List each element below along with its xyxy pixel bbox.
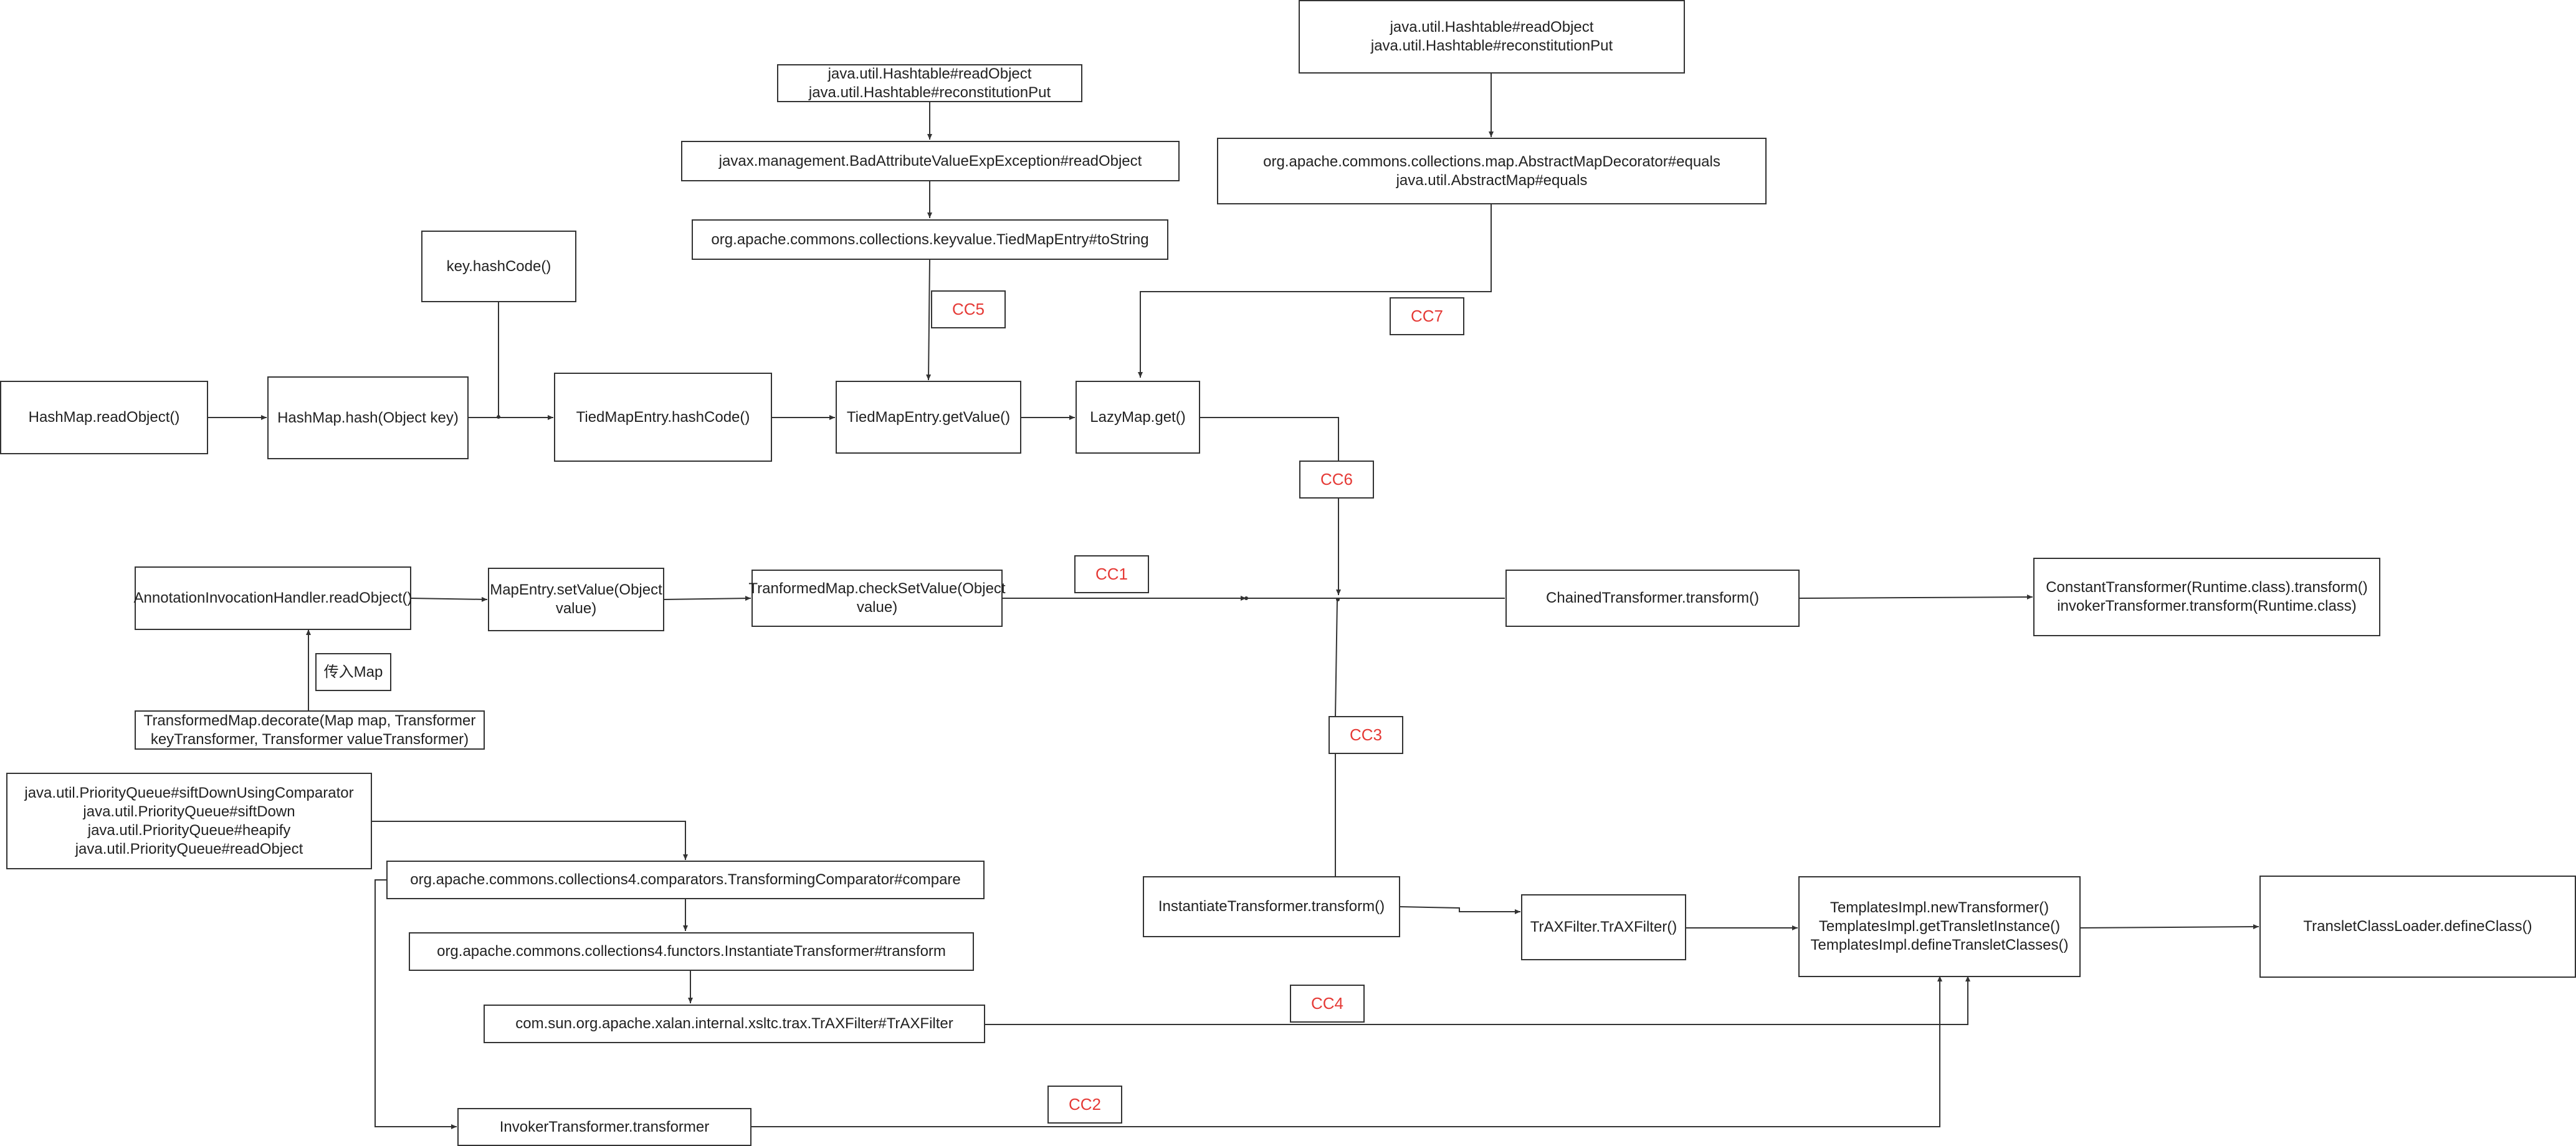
edge-annotation-to-mapentry bbox=[410, 596, 488, 602]
edge-decorator-to-lazymap bbox=[1138, 204, 1492, 378]
tiedmapentry-getvalue-node: TiedMapEntry.getValue() bbox=[836, 381, 1021, 454]
constant-invoker-transformer-node: ConstantTransformer(Runtime.class).trans… bbox=[2033, 558, 2380, 636]
abstractmapdecorator-equals-node: org.apache.commons.collections.map.Abstr… bbox=[1217, 138, 1767, 204]
templatesimpl-node: TemplatesImpl.newTransformer() Templates… bbox=[1798, 876, 2081, 977]
edge-traxfilter-full-to-templatesimpl bbox=[985, 976, 1970, 1025]
lazymap-get-node: LazyMap.get() bbox=[1076, 381, 1200, 454]
mapentry-setvalue-node: MapEntry.setValue(Object value) bbox=[488, 568, 664, 631]
cc6-label: CC6 bbox=[1299, 461, 1374, 499]
chainedtransformer-transform-node: ChainedTransformer.transform() bbox=[1505, 570, 1800, 627]
edge-chained-to-constant bbox=[1798, 594, 2033, 600]
traxfilter-short-node: TrAXFilter.TrAXFilter() bbox=[1521, 894, 1686, 960]
annotationinvocationhandler-readobject-node: AnnotationInvocationHandler.readObject() bbox=[134, 566, 412, 630]
junction-dot-hash bbox=[497, 415, 500, 419]
transletclassloader-node: TransletClassLoader.defineClass() bbox=[2259, 876, 2576, 978]
cc4-label: CC4 bbox=[1290, 985, 1365, 1023]
edge-mapentry-to-checksetvalue bbox=[663, 596, 751, 601]
cc7-label: CC7 bbox=[1390, 297, 1464, 335]
junction-dot-transform-right bbox=[1336, 598, 1340, 601]
edge-templatesimpl-to-classloader bbox=[2079, 924, 2259, 930]
instantiatetransformer-transform-node: InstantiateTransformer.transform() bbox=[1143, 876, 1400, 937]
hashtable-readobject-node-right: java.util.Hashtable#readObject java.util… bbox=[1299, 0, 1685, 74]
tiedmapentry-tostring-node: org.apache.commons.collections.keyvalue.… bbox=[692, 219, 1168, 260]
edge-comparator-to-invoker bbox=[374, 879, 457, 1129]
junction-dot-transform-left bbox=[1244, 596, 1248, 600]
edge-priorityqueue-to-comparator bbox=[371, 821, 688, 860]
instantiatetransformer-functor-node: org.apache.commons.collections4.functors… bbox=[409, 932, 974, 971]
edge-instantiate-to-traxfilter bbox=[1399, 906, 1520, 914]
edge-lazymap-to-transform-junction bbox=[1200, 417, 1341, 595]
transformedmap-decorate-node: TransformedMap.decorate(Map map, Transfo… bbox=[135, 710, 485, 750]
invokertransformer-node: InvokerTransformer.transformer bbox=[457, 1108, 751, 1146]
hashmap-hash-node: HashMap.hash(Object key) bbox=[267, 376, 469, 459]
cc1-label: CC1 bbox=[1074, 555, 1149, 593]
tiedmapentry-hashcode-node: TiedMapEntry.hashCode() bbox=[554, 373, 772, 462]
traxfilter-full-node: com.sun.org.apache.xalan.internal.xsltc.… bbox=[484, 1005, 985, 1043]
edge-invoker-to-templatesimpl bbox=[751, 976, 1942, 1127]
transformedmap-checksetvalue-node: TranformedMap.checkSetValue(Object value… bbox=[748, 570, 1006, 627]
badattribute-readobject-node: javax.management.BadAttributeValueExpExc… bbox=[681, 141, 1180, 181]
key-hashcode-node: key.hashCode() bbox=[421, 231, 576, 302]
priorityqueue-node: java.util.PriorityQueue#siftDownUsingCom… bbox=[6, 773, 372, 869]
cc3-label: CC3 bbox=[1329, 716, 1403, 754]
cc2-label: CC2 bbox=[1047, 1086, 1122, 1124]
edge-tostring-to-getvalue bbox=[926, 259, 932, 381]
hashmap-readobject-node: HashMap.readObject() bbox=[0, 381, 208, 454]
pass-map-note: 传入Map bbox=[315, 653, 391, 691]
hashtable-readobject-node-center: java.util.Hashtable#readObject java.util… bbox=[777, 64, 1082, 102]
transformingcomparator-compare-node: org.apache.commons.collections4.comparat… bbox=[386, 861, 985, 899]
cc5-label: CC5 bbox=[931, 290, 1006, 328]
